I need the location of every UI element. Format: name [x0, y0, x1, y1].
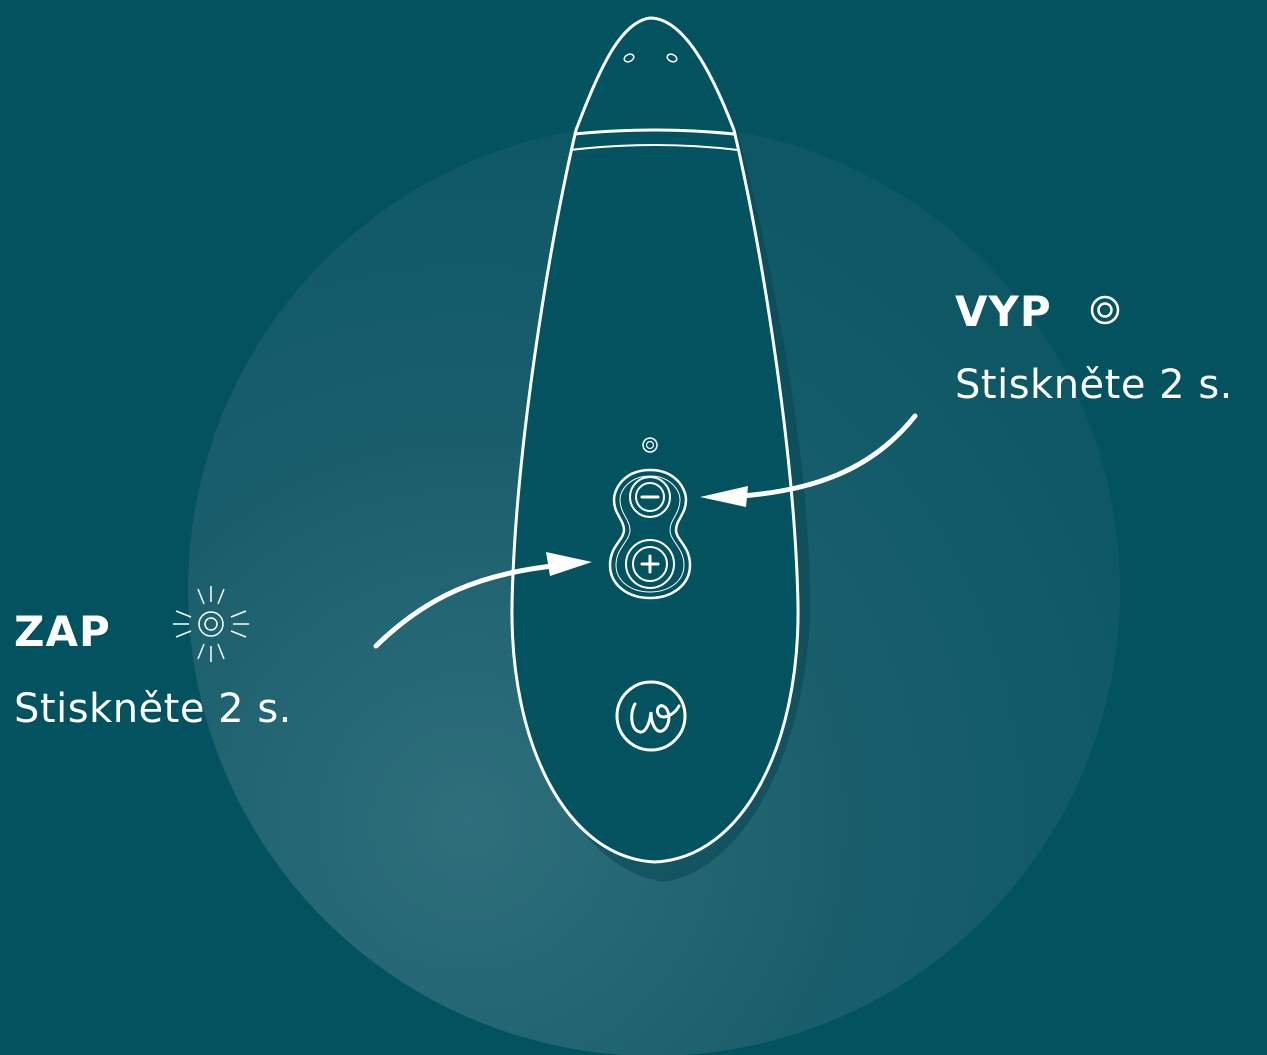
brand-logo	[615, 680, 687, 752]
on-label-title: ZAP	[14, 607, 111, 656]
button-pad-outline-inner	[615, 475, 685, 593]
status-light-icon	[642, 437, 658, 453]
off-label-subtitle: Stiskněte 2 s.	[955, 362, 1233, 408]
suction-hole-left	[623, 53, 635, 63]
button-pad-outline	[608, 468, 692, 600]
head-band-inner	[569, 144, 739, 151]
suction-hole-right	[666, 53, 678, 63]
on-arrow	[373, 552, 592, 649]
minus-button[interactable]	[629, 476, 671, 518]
head-band	[573, 128, 735, 136]
on-label-subtitle: Stiskněte 2 s.	[14, 686, 292, 732]
plus-button[interactable]	[625, 539, 675, 589]
off-label-title: VYP	[955, 287, 1052, 336]
plus-icon	[640, 554, 660, 574]
ring-icon	[1090, 295, 1120, 325]
light-burst-icon	[173, 586, 249, 662]
off-arrow	[700, 413, 918, 507]
